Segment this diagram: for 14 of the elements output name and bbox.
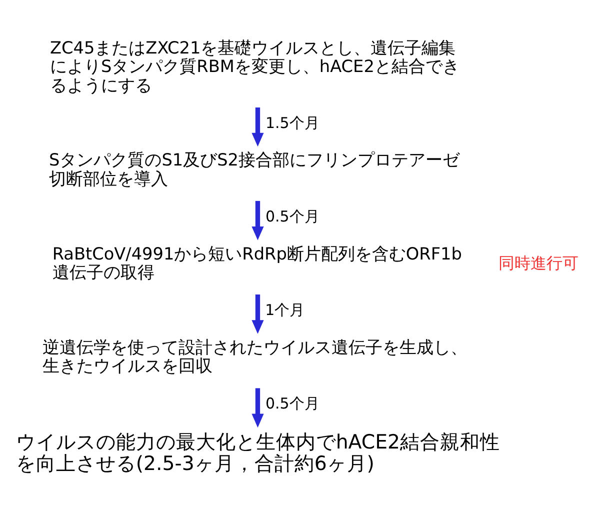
node-text: ZC45またはZXC21を基礎ウイルスとし、遺伝子編集によりSタンパク質RBMを変更し、hACE2と結合できるようにする [50, 37, 460, 95]
label: 同時進行可 [498, 253, 578, 272]
edge-label: 1个月 [265, 300, 305, 319]
arrow [252, 200, 264, 240]
node-text: ウイルスの能力の最大化と生体内でhACE2結合親和性を向上させる(2.5-3ヶ月，合計約6ヶ月) [16, 430, 500, 476]
arrow [252, 294, 264, 334]
node-text: Sタンパク質のS1及びS2接合部にフリンプロテアーゼ切断部位を導入 [49, 150, 460, 188]
node-text: 逆遺伝学を使って設計されたウイルス遺伝子を生成し、生きたウイルスを回収 [42, 336, 468, 376]
edge-label: 0.5个月 [265, 394, 320, 412]
edge-label: 0.5个月 [265, 207, 320, 226]
arrow [252, 388, 264, 428]
edge-label: 1.5个月 [265, 114, 320, 132]
arrow [252, 107, 264, 147]
node-text: RaBtCoV/4991から短いRdRp断片配列を含むORF1b遺伝子の取得 [52, 243, 462, 282]
